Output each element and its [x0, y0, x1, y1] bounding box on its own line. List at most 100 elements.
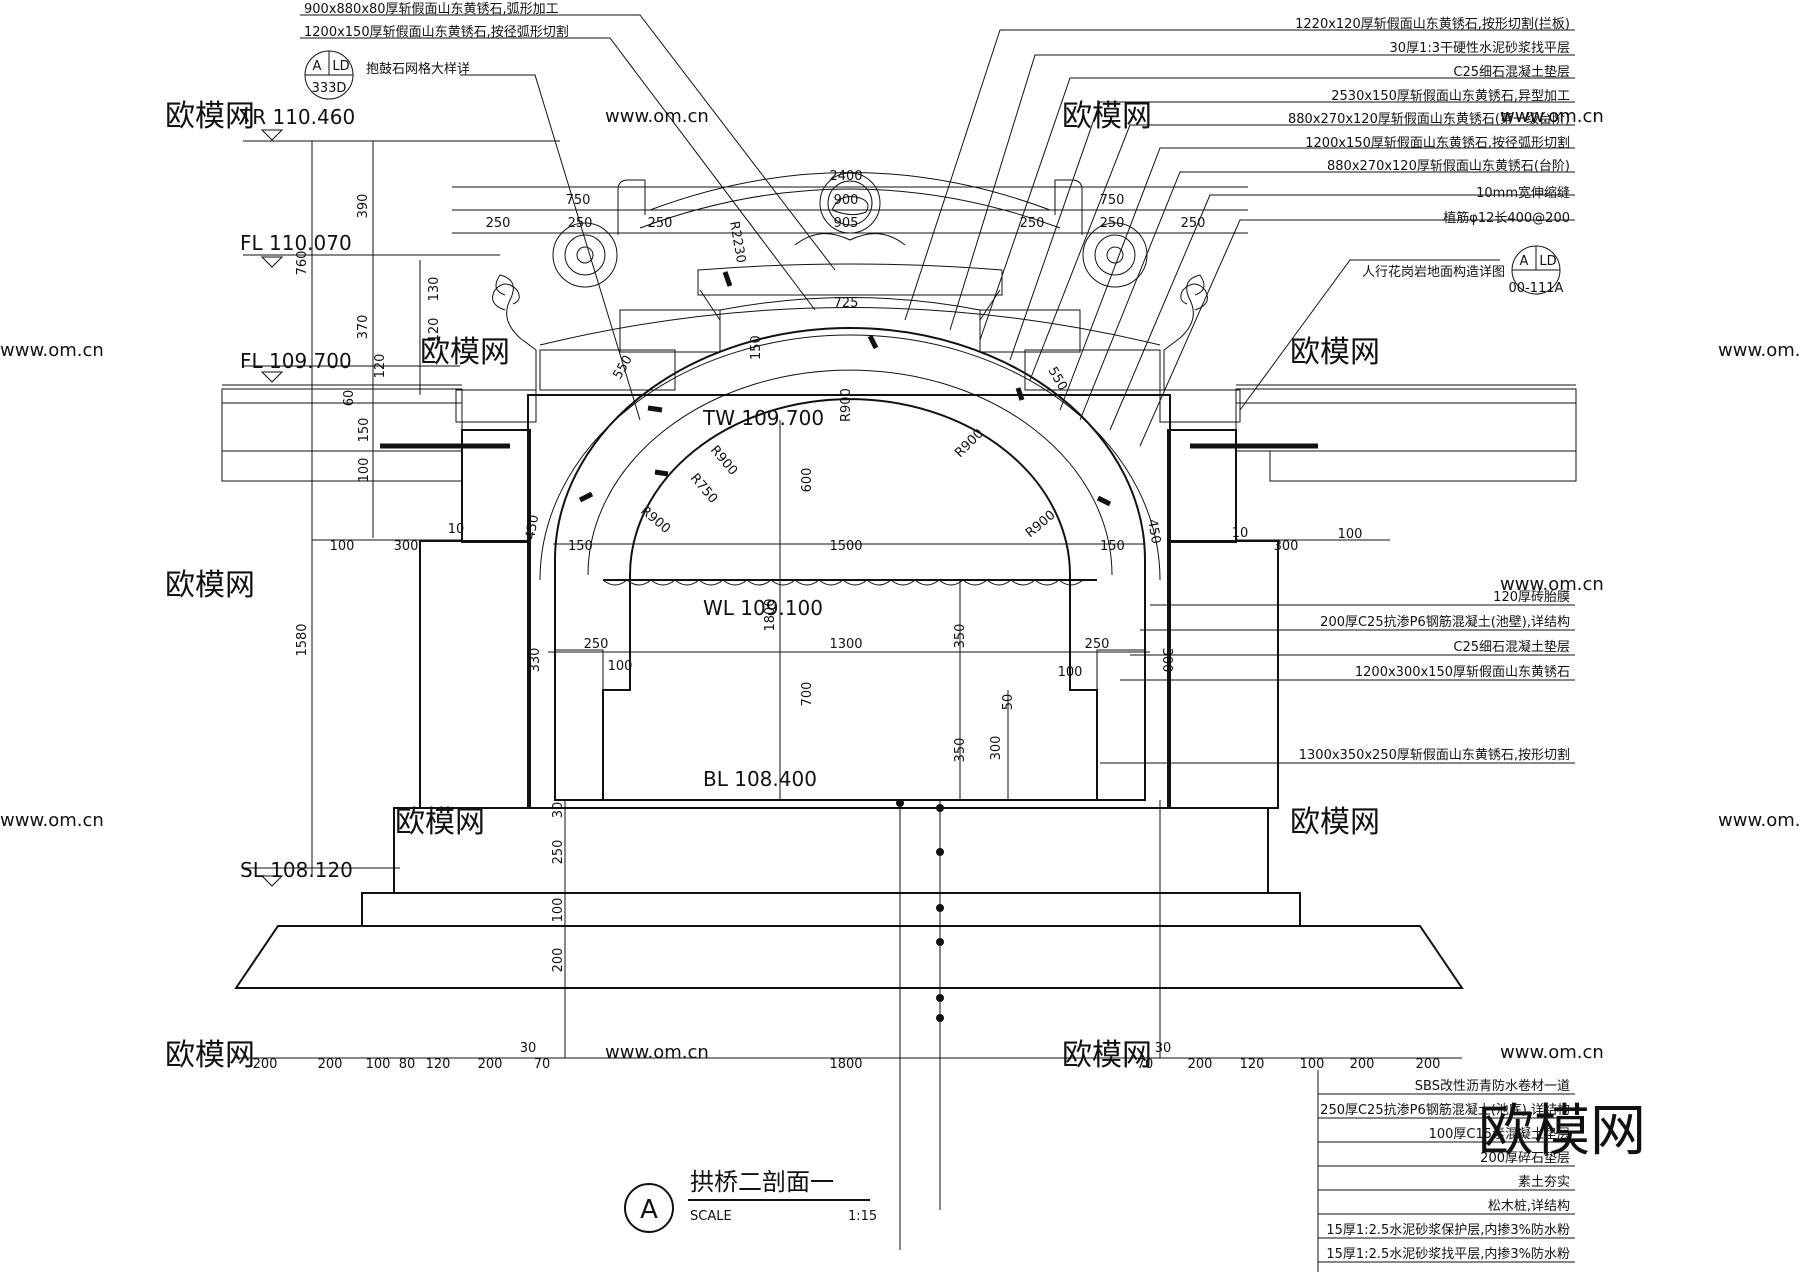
- watermark-url: www.om.cn: [605, 1042, 709, 1063]
- ref-left-ld: LD: [332, 59, 349, 74]
- dim-label: 350: [953, 624, 968, 649]
- dim-label: 390: [356, 194, 371, 219]
- watermark-url: www.om.cn: [1500, 1042, 1604, 1063]
- layer-label: 250厚C25抗渗P6钢筋混凝土(池底),详结构: [1320, 1102, 1570, 1118]
- watermark-url: www.om.cn: [0, 810, 104, 831]
- dim-label: 1300: [829, 637, 862, 652]
- watermark: 欧模网: [165, 568, 255, 603]
- dim-label: 200: [1416, 1057, 1441, 1072]
- callout-label: C25细石混凝土垫层: [1453, 64, 1570, 80]
- callout-label: 1200x150厚斩假面山东黄锈石,按径弧形切割: [1305, 135, 1570, 151]
- dim-label: 300: [394, 539, 419, 554]
- dim-label: 450: [1144, 518, 1163, 545]
- dim-label: 150: [357, 418, 372, 443]
- dim-label: 905: [834, 216, 859, 231]
- dim-label: 750: [1100, 193, 1125, 208]
- callout-label: 120厚砖胎膜: [1493, 590, 1570, 605]
- dim-label: 120: [426, 1057, 451, 1072]
- dim-label: 300: [1159, 648, 1174, 673]
- callout-label: C25细石混凝土垫层: [1453, 639, 1570, 655]
- watermarks: 欧模网 欧模网 欧模网 欧模网 欧模网 欧模网 欧模网 欧模网 欧模网 www.…: [0, 99, 1800, 1073]
- center-markers: [896, 799, 944, 1250]
- callout-label: 抱鼓石网格大样详: [366, 61, 470, 77]
- callouts-right-mid: 120厚砖胎膜 200厚C25抗渗P6钢筋混凝土(池壁),详结构 C25细石混凝…: [1299, 590, 1570, 763]
- watermark-url: www.om.cn: [0, 340, 104, 361]
- watermark: 欧模网: [395, 805, 485, 840]
- level-sl: SL 108.120: [240, 858, 353, 882]
- layer-label: 素土夯实: [1518, 1175, 1570, 1190]
- scale-value: 1:15: [848, 1209, 877, 1224]
- level-bl: BL 108.400: [703, 767, 817, 791]
- dimension-lines: [236, 140, 1462, 1059]
- dim-label: 60: [342, 390, 357, 407]
- ref-right-a: A: [1520, 254, 1529, 269]
- dim-label: R900: [952, 426, 987, 461]
- callout-label: 植筋φ12长400@200: [1443, 210, 1570, 226]
- callout-label: 900x880x80厚斩假面山东黄锈石,弧形加工: [304, 2, 559, 17]
- dim-label: 100: [357, 458, 372, 483]
- dim-label: 250: [486, 216, 511, 231]
- dim-label: 100: [608, 659, 633, 674]
- dims-top: 2400 900 905 750 750 250 250 250 250 250…: [486, 169, 1206, 311]
- dim-label: 250: [1181, 216, 1206, 231]
- dim-label: 10: [448, 522, 465, 537]
- section-mark: A: [640, 1195, 658, 1225]
- dim-label: 120: [427, 318, 442, 343]
- watermark-url: www.om.cn: [1718, 810, 1800, 831]
- callout-label: 1300x350x250厚斩假面山东黄锈石,按形切割: [1299, 747, 1570, 763]
- ref-right-code: 00-111A: [1509, 281, 1564, 296]
- ref-right-ld: LD: [1539, 254, 1556, 269]
- callout-label: 10mm宽伸缩缝: [1476, 185, 1570, 201]
- dim-label: R900: [839, 388, 854, 422]
- dim-label: 250: [568, 216, 593, 231]
- detail-ref-symbol-left: A LD 333D: [304, 50, 354, 100]
- callout-label: 200厚C25抗渗P6钢筋混凝土(池壁),详结构: [1320, 614, 1570, 630]
- dim-label: 200: [551, 948, 566, 973]
- layer-label: 200厚碎石垫层: [1480, 1150, 1570, 1166]
- logo-watermark: 欧模网: [1478, 1099, 1646, 1164]
- dim-label: 1800: [829, 1057, 862, 1072]
- dim-label: 700: [800, 682, 815, 707]
- dim-label: 330: [528, 648, 543, 673]
- level-wl: WL 109.100: [703, 596, 823, 620]
- dims-arch: R900 R900 R900 R900 R900 R750 150 150 15…: [523, 335, 1174, 762]
- scale-label: SCALE: [690, 1209, 732, 1224]
- dim-label: R900: [1023, 508, 1059, 541]
- dim-label: 30: [520, 1041, 537, 1056]
- layer-label: 松木桩,详结构: [1488, 1199, 1570, 1214]
- dim-label: 300: [989, 736, 1004, 761]
- dim-label: R750: [687, 471, 720, 507]
- arch: [539, 327, 1161, 801]
- dim-label: 200: [1188, 1057, 1213, 1072]
- dim-label: 250: [584, 637, 609, 652]
- watermark: 欧模网: [420, 335, 510, 370]
- dim-label: 450: [523, 514, 542, 541]
- dim-label: 250: [1020, 216, 1045, 231]
- dim-label: 200: [478, 1057, 503, 1072]
- dim-label: 200: [1350, 1057, 1375, 1072]
- dim-label: 100: [366, 1057, 391, 1072]
- dim-label: 250: [1085, 637, 1110, 652]
- dim-label: 70: [1137, 1057, 1154, 1072]
- title-block: A 拱桥二剖面一 SCALE 1:15: [624, 1168, 877, 1233]
- dim-label: 250: [1100, 216, 1125, 231]
- dim-label: 900: [834, 193, 859, 208]
- callout-label: 880x270x120厚斩假面山东黄锈石(第一级台阶): [1288, 112, 1570, 127]
- dim-label: 760: [295, 251, 310, 276]
- callout-label: 1220x120厚斩假面山东黄锈石,按形切割(拦板): [1295, 16, 1570, 32]
- dim-label: 100: [1300, 1057, 1325, 1072]
- layer-label: 100厚C15素混凝土垫层: [1429, 1126, 1570, 1142]
- dim-label: 370: [356, 315, 371, 340]
- dim-label: R900: [707, 443, 740, 479]
- level-fl-lower: FL 109.700: [240, 349, 352, 373]
- layer-label: SBS改性沥青防水卷材一道: [1415, 1078, 1570, 1094]
- watermark-url: www.om.cn: [1500, 106, 1604, 127]
- dim-label: 100: [330, 539, 355, 554]
- callout-label: 30厚1:3干硬性水泥砂浆找平层: [1390, 41, 1570, 56]
- dim-label: 120: [1240, 1057, 1265, 1072]
- dim-label: 100: [551, 898, 566, 923]
- watermark: 欧模网: [165, 1038, 255, 1073]
- dim-label: 100: [1338, 527, 1363, 542]
- dim-label: 150: [749, 335, 764, 360]
- dims-side: 100 300 100 300 10 10: [330, 522, 1363, 554]
